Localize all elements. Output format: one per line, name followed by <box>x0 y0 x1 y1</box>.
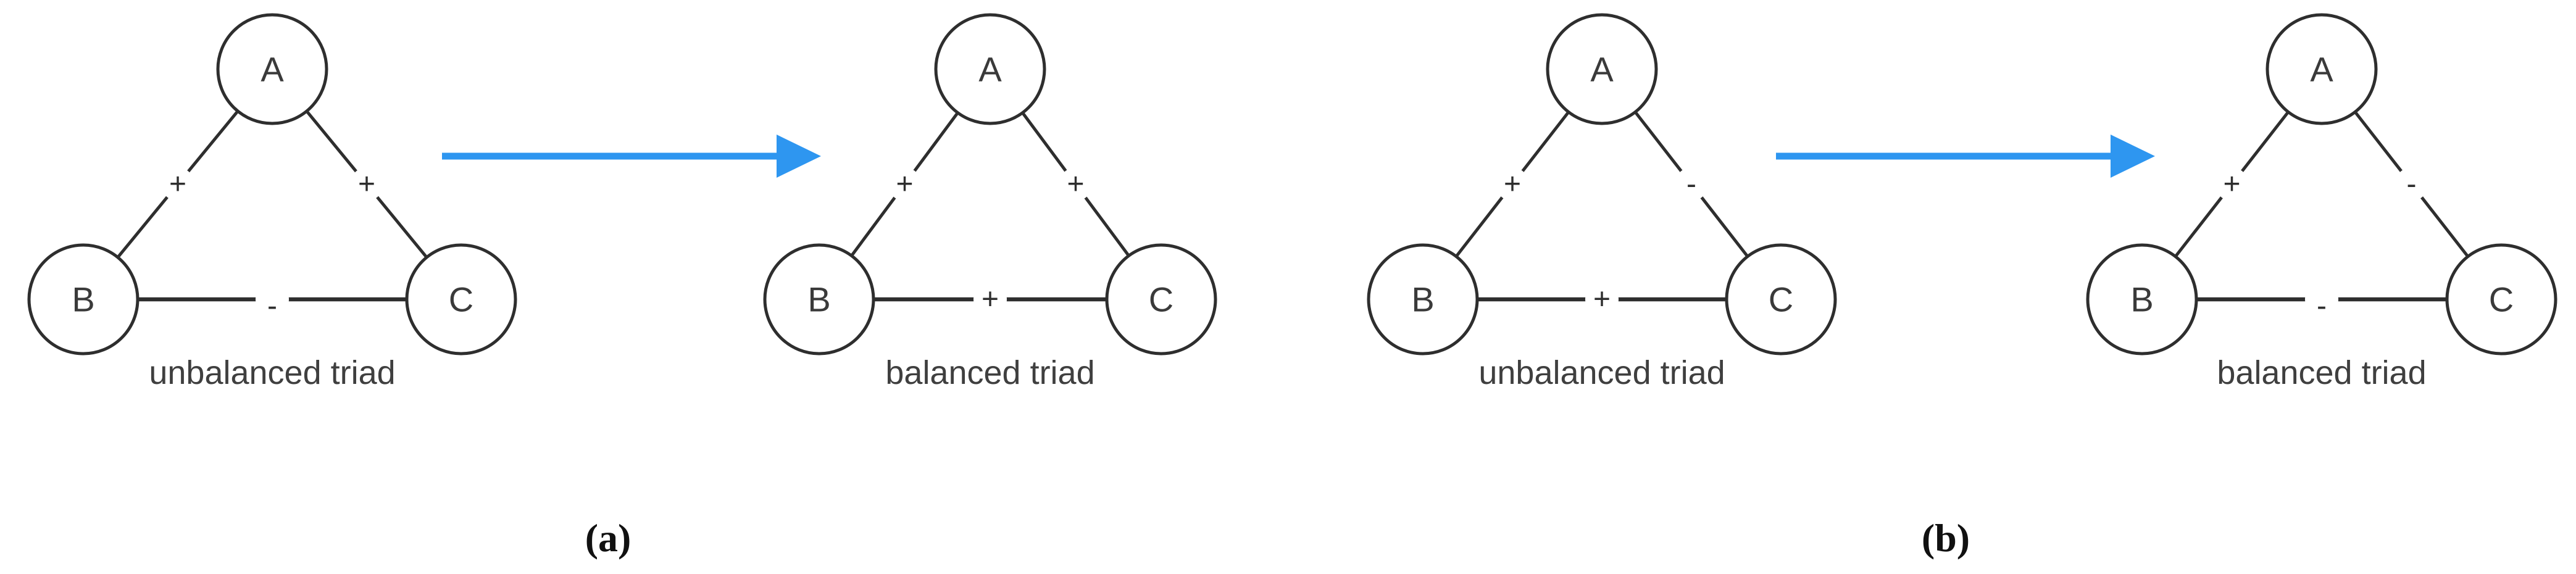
node-label-C-p1-t1: C <box>2489 280 2514 319</box>
node-label-A-p0-t0: A <box>261 50 284 89</box>
edge-sign-gap-A-C-p1-t0 <box>1675 167 1708 201</box>
edge-sign-A-B-p0-t0: + <box>169 168 186 201</box>
node-circle-B-p1-t1 <box>2086 243 2198 356</box>
edge-sign-A-C-p1-t0: - <box>1686 168 1696 201</box>
node-circle-A-p0-t0 <box>216 13 328 125</box>
edge-sign-B-C-p1-t1: - <box>2317 290 2327 323</box>
edge-sign-B-C-p0-t1: + <box>982 283 999 316</box>
edge-sign-gap-A-C-p0-t1 <box>1059 167 1093 201</box>
node-label-C-p1-t0: C <box>1769 280 1793 319</box>
panel-label-b: (b) <box>1922 516 1970 560</box>
triad-caption-unbalanced-p0-t0: unbalanced triad <box>149 354 395 391</box>
right-arrow-icon-p1 <box>2111 135 2155 178</box>
edge-sign-A-B-p1-t0: + <box>1504 168 1521 201</box>
edge-sign-A-B-p0-t1: + <box>896 168 913 201</box>
edge-sign-B-C-p0-t0: - <box>267 290 277 323</box>
edge-sign-gap-B-C-p1-t0 <box>1585 283 1619 316</box>
edge-sign-gap-B-C-p1-t1 <box>2305 283 2338 316</box>
node-label-A-p1-t0: A <box>1590 50 1614 89</box>
edge-sign-gap-B-C-p0-t0 <box>256 283 289 316</box>
panel-label-a: (a) <box>585 516 631 560</box>
triad-caption-unbalanced-p1-t0: unbalanced triad <box>1478 354 1725 391</box>
node-label-C-p0-t0: C <box>449 280 473 319</box>
edge-sign-gap-A-B-p0-t0 <box>161 167 194 201</box>
edge-sign-B-C-p1-t0: + <box>1593 283 1611 316</box>
node-circle-B-p1-t0 <box>1367 243 1479 356</box>
node-label-A-p0-t1: A <box>978 50 1002 89</box>
node-circle-A-p1-t0 <box>1546 13 1658 125</box>
triad-caption-balanced-p0-t1: balanced triad <box>885 354 1094 391</box>
node-circle-B-p0-t1 <box>763 243 875 356</box>
edge-sign-A-B-p1-t1: + <box>2223 168 2240 201</box>
node-label-B-p0-t0: B <box>72 280 94 319</box>
edge-sign-A-C-p0-t0: + <box>358 168 375 201</box>
edge-sign-gap-B-C-p0-t1 <box>973 283 1007 316</box>
edge-sign-gap-A-C-p1-t1 <box>2395 167 2428 201</box>
triad-caption-balanced-p1-t1: balanced triad <box>2217 354 2426 391</box>
right-arrow-icon-p0 <box>777 135 821 178</box>
node-circle-C-p0-t0 <box>405 243 517 356</box>
node-label-C-p0-t1: C <box>1149 280 1173 319</box>
node-circle-B-p0-t0 <box>27 243 140 356</box>
node-label-B-p1-t0: B <box>1411 280 1434 319</box>
node-circle-A-p0-t1 <box>934 13 1046 125</box>
node-circle-A-p1-t1 <box>2265 13 2378 125</box>
node-label-A-p1-t1: A <box>2310 50 2333 89</box>
node-circle-C-p0-t1 <box>1105 243 1217 356</box>
node-circle-C-p1-t0 <box>1725 243 1837 356</box>
node-circle-C-p1-t1 <box>2445 243 2557 356</box>
edge-sign-A-C-p1-t1: - <box>2407 168 2417 201</box>
edge-sign-gap-A-B-p1-t1 <box>2215 167 2249 201</box>
edge-sign-A-C-p0-t1: + <box>1067 168 1084 201</box>
node-label-B-p0-t1: B <box>807 280 830 319</box>
node-label-B-p1-t1: B <box>2130 280 2153 319</box>
edge-sign-gap-A-B-p1-t0 <box>1496 167 1529 201</box>
edge-sign-gap-A-B-p0-t1 <box>888 167 922 201</box>
edge-sign-gap-A-C-p0-t0 <box>350 167 383 201</box>
